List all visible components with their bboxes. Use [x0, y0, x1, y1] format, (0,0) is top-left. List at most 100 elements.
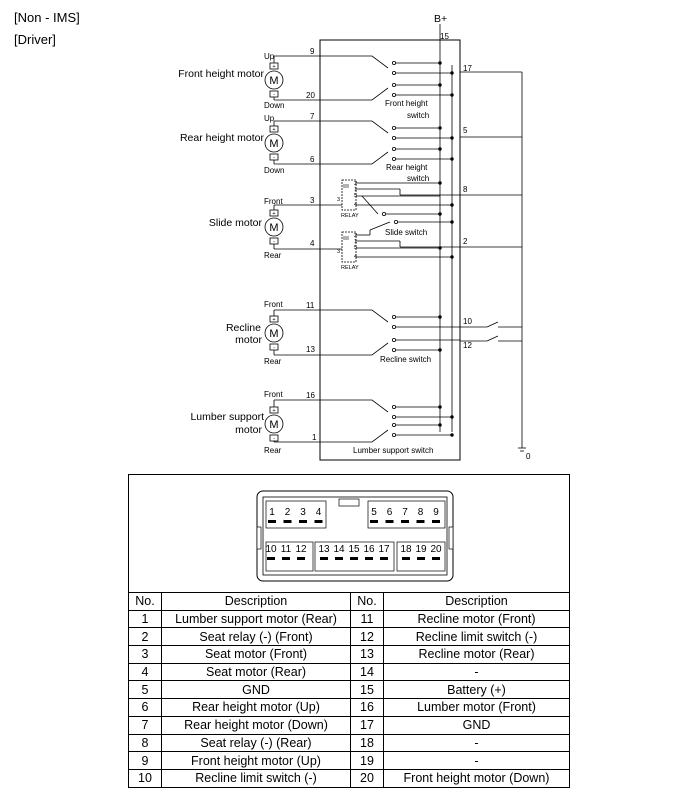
- connector-pin-number: 16: [363, 544, 375, 555]
- col-no-header: No.: [128, 592, 162, 611]
- relay-pin: 2: [354, 233, 357, 239]
- pin-number-cell: 20: [350, 768, 384, 788]
- pin-number-cell: 18: [350, 733, 384, 753]
- pin-description-cell: Front height motor (Down): [383, 768, 570, 788]
- lumber-support-motor: Lumber support motor Front Rear M + - 16…: [190, 390, 320, 455]
- pin-description-cell: Recline motor (Rear): [383, 645, 570, 664]
- connector-pin-terminal: [297, 557, 305, 560]
- pin-7: 7: [310, 112, 315, 121]
- recline-switch-label: Recline switch: [380, 355, 431, 364]
- rear-height-down-label: Down: [264, 166, 284, 175]
- rear-height-up-label: Up: [264, 114, 275, 123]
- connector-pin-number: 13: [318, 544, 330, 555]
- motor-symbol: M: [269, 222, 278, 234]
- pin-description-cell: Recline limit switch (-): [383, 627, 570, 647]
- pin-6: 6: [310, 155, 315, 164]
- pin-description-cell: Lumber motor (Front): [383, 698, 570, 717]
- pin-12: 12: [463, 341, 472, 350]
- connector-pin-number: 4: [316, 507, 322, 518]
- relay-pin: 1: [354, 187, 357, 193]
- connector-pin-terminal: [401, 520, 409, 523]
- connector-pin-number: 8: [418, 507, 424, 518]
- pin-1: 1: [312, 433, 317, 442]
- pin-16: 16: [306, 391, 315, 400]
- connector-pin-number: 17: [378, 544, 390, 555]
- pin-5: 5: [463, 126, 468, 135]
- pin-number-cell: 5: [128, 680, 162, 700]
- lumber-switch-label: Lumber support switch: [353, 446, 433, 455]
- slide-switch-label: Slide switch: [385, 228, 427, 237]
- pin-number-cell: 4: [128, 662, 162, 682]
- pin-description-cell: Lumber support motor (Rear): [161, 609, 351, 629]
- slide-front-label: Front: [264, 197, 283, 206]
- pin-description-cell: Seat motor (Rear): [161, 662, 351, 682]
- relay-pin: 1: [354, 239, 357, 245]
- motor-symbol: M: [269, 328, 278, 340]
- connector-pin-terminal: [365, 557, 373, 560]
- relay-pin: 5: [354, 193, 357, 199]
- motor-plus: +: [272, 64, 275, 70]
- connector-pin-number: 5: [371, 507, 377, 518]
- lumber-motor-label-2: motor: [235, 424, 262, 436]
- rear-height-motor-label: Rear height motor: [180, 132, 265, 144]
- relay-pin: 5: [354, 245, 357, 251]
- motor-minus: -: [273, 436, 275, 442]
- relay-pin: 3: [337, 249, 340, 255]
- table-header-row: No. Description No. Description: [128, 592, 570, 611]
- motor-minus: -: [273, 345, 275, 351]
- connector-pin-number: 12: [295, 544, 307, 555]
- relay-pin: 3: [337, 197, 340, 203]
- connector-pin-number: 7: [402, 507, 408, 518]
- pin-description-cell: -: [383, 751, 570, 770]
- supply-label: B+: [434, 13, 447, 25]
- front-height-motor: Front height motor Up Down M + - 9 20: [178, 47, 320, 110]
- relay-pin: 4: [354, 254, 357, 260]
- connector-pin-number: 1: [269, 507, 275, 518]
- pin-description-cell: Rear height motor (Down): [161, 715, 351, 735]
- pin-number-cell: 6: [128, 698, 162, 717]
- pin-description-cell: Recline limit switch (-): [161, 768, 351, 788]
- slide-motor-label: Slide motor: [209, 217, 263, 229]
- front-height-switch-label-2: switch: [407, 111, 429, 120]
- pin-number-cell: 10: [128, 768, 162, 788]
- lumber-support-switch: Lumber support switch: [320, 399, 454, 455]
- pin-description-cell: -: [383, 733, 570, 753]
- col-desc-header-2: Description: [383, 592, 570, 611]
- pin-description-cell: Front height motor (Up): [161, 751, 351, 770]
- connector-pin-terminal: [370, 520, 378, 523]
- connector-pin-terminal: [299, 520, 307, 523]
- pin-number-cell: 8: [128, 733, 162, 753]
- connector-pin-terminal: [432, 520, 440, 523]
- motor-symbol: M: [269, 138, 278, 150]
- pin-description-cell: Seat relay (-) (Front): [161, 627, 351, 647]
- pin-number-cell: 15: [350, 680, 384, 700]
- motor-symbol: M: [269, 75, 278, 87]
- pin-number-cell: 13: [350, 645, 384, 664]
- connector-pin-terminal: [417, 557, 425, 560]
- connector-pin-number: 10: [265, 544, 277, 555]
- connector-pin-number: 9: [433, 507, 439, 518]
- recline-motor-label: Recline: [226, 322, 261, 334]
- motor-plus: +: [272, 408, 275, 414]
- relay-pin: 2: [354, 181, 357, 187]
- pin-description-cell: Seat relay (-) (Rear): [161, 733, 351, 753]
- pin-17: 17: [463, 64, 472, 73]
- wiring-schematic: B+ 15 0 17 5 8 2 10 12 Front height moto…: [178, 13, 531, 461]
- pin-3: 3: [310, 196, 315, 205]
- pin-number-cell: 2: [128, 627, 162, 647]
- pin-2: 2: [463, 237, 468, 246]
- lumber-motor-label: Lumber support: [190, 411, 264, 423]
- pin-number-cell: 14: [350, 662, 384, 682]
- pin-description-cell: GND: [161, 680, 351, 700]
- pin-8: 8: [463, 185, 468, 194]
- pin-description-cell: Rear height motor (Up): [161, 698, 351, 717]
- slide-rear-label: Rear: [264, 251, 282, 260]
- connector-pin-terminal: [416, 520, 425, 523]
- pin-number-cell: 12: [350, 627, 384, 647]
